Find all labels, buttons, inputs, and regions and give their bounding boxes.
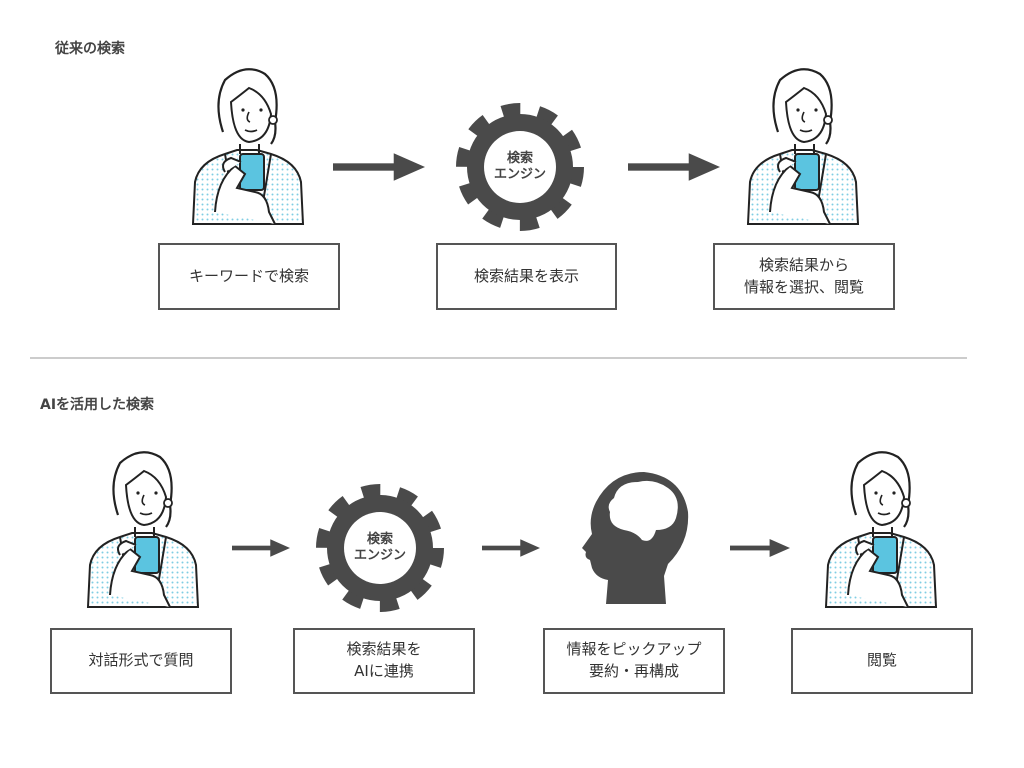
arrow-right-icon bbox=[333, 152, 425, 182]
person-illustration bbox=[185, 62, 310, 227]
step-box: 検索結果を表示 bbox=[436, 243, 617, 310]
person-illustration bbox=[80, 445, 205, 610]
section-title-traditional: 従来の検索 bbox=[55, 41, 125, 57]
arrow-right-icon bbox=[482, 534, 540, 562]
step-box: 対話形式で質問 bbox=[50, 628, 232, 694]
gear-label-line2: エンジン bbox=[353, 548, 406, 564]
step-box: 検索結果から 情報を選択、閲覧 bbox=[713, 243, 895, 310]
step-box: 情報をピックアップ 要約・再構成 bbox=[543, 628, 725, 694]
step-box: 閲覧 bbox=[791, 628, 973, 694]
person-illustration bbox=[740, 62, 865, 227]
section-divider bbox=[30, 357, 967, 359]
gear-label: 検索 エンジン bbox=[480, 151, 560, 184]
arrow-right-icon bbox=[730, 534, 790, 562]
gear-label-line2: エンジン bbox=[493, 167, 546, 183]
arrow-right-icon bbox=[628, 152, 720, 182]
gear-label-line1: 検索 bbox=[366, 532, 393, 547]
ai-head-label: AI bbox=[625, 497, 651, 522]
step-box: 検索結果を AIに連携 bbox=[293, 628, 475, 694]
section-title-ai: AIを活用した検索 bbox=[40, 397, 155, 413]
person-illustration bbox=[818, 445, 943, 610]
ai-head-icon bbox=[582, 472, 689, 604]
gear-label-line1: 検索 bbox=[506, 151, 533, 166]
gear-label: 検索 エンジン bbox=[340, 532, 420, 565]
step-box: キーワードで検索 bbox=[158, 243, 340, 310]
arrow-right-icon bbox=[232, 534, 290, 562]
